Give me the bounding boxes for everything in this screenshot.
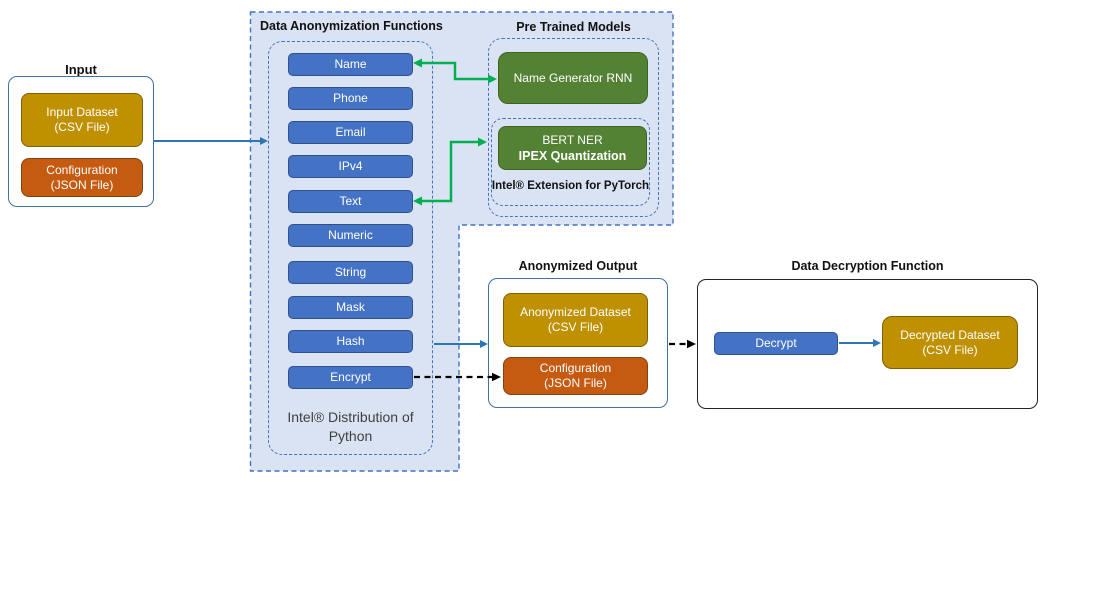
- arrow-input-to-anonymization: [154, 137, 268, 145]
- arrow-output-to-decryption: [669, 339, 696, 349]
- pretrained-models-container: [488, 38, 659, 217]
- func-numeric: Numeric: [288, 224, 413, 247]
- func-name: Name: [288, 53, 413, 76]
- func-hash: Hash: [288, 330, 413, 353]
- decryption-section-title: Data Decryption Function: [791, 259, 944, 273]
- decrypt-box: Decrypt: [714, 332, 838, 355]
- pretrained-section-title: Pre Trained Models: [516, 20, 631, 34]
- intel-extension-pytorch-label: Intel® Extension for PyTorch: [491, 180, 650, 192]
- intel-distribution-python-label: Intel® Distribution of Python: [287, 409, 414, 444]
- input-dataset-box: Input Dataset (CSV File): [21, 93, 143, 147]
- func-mask: Mask: [288, 296, 413, 319]
- anonymization-section-title: Data Anonymization Functions: [260, 19, 443, 33]
- bert-subcontainer: [491, 118, 650, 206]
- func-email: Email: [288, 121, 413, 144]
- output-configuration-box: Configuration (JSON File): [503, 357, 648, 395]
- arrow-anon-to-output: [434, 340, 488, 348]
- anonymization-functions-container: [268, 41, 433, 455]
- ipex-quantization-label: IPEX Quantization: [518, 148, 627, 163]
- anonymized-output-title: Anonymized Output: [518, 259, 638, 273]
- name-generator-rnn-box: Name Generator RNN: [498, 52, 648, 104]
- anonymized-dataset-box: Anonymized Dataset (CSV File): [503, 293, 648, 347]
- input-configuration-box: Configuration (JSON File): [21, 158, 143, 197]
- input-section-title: Input: [65, 62, 97, 77]
- bert-ner-label: BERT NER: [542, 132, 603, 147]
- func-string: String: [288, 261, 413, 284]
- func-encrypt: Encrypt: [288, 366, 413, 389]
- bert-ner-box: BERT NER IPEX Quantization: [498, 126, 647, 170]
- decrypted-dataset-box: Decrypted Dataset (CSV File): [882, 316, 1018, 369]
- func-text: Text: [288, 190, 413, 213]
- func-ipv4: IPv4: [288, 155, 413, 178]
- func-phone: Phone: [288, 87, 413, 110]
